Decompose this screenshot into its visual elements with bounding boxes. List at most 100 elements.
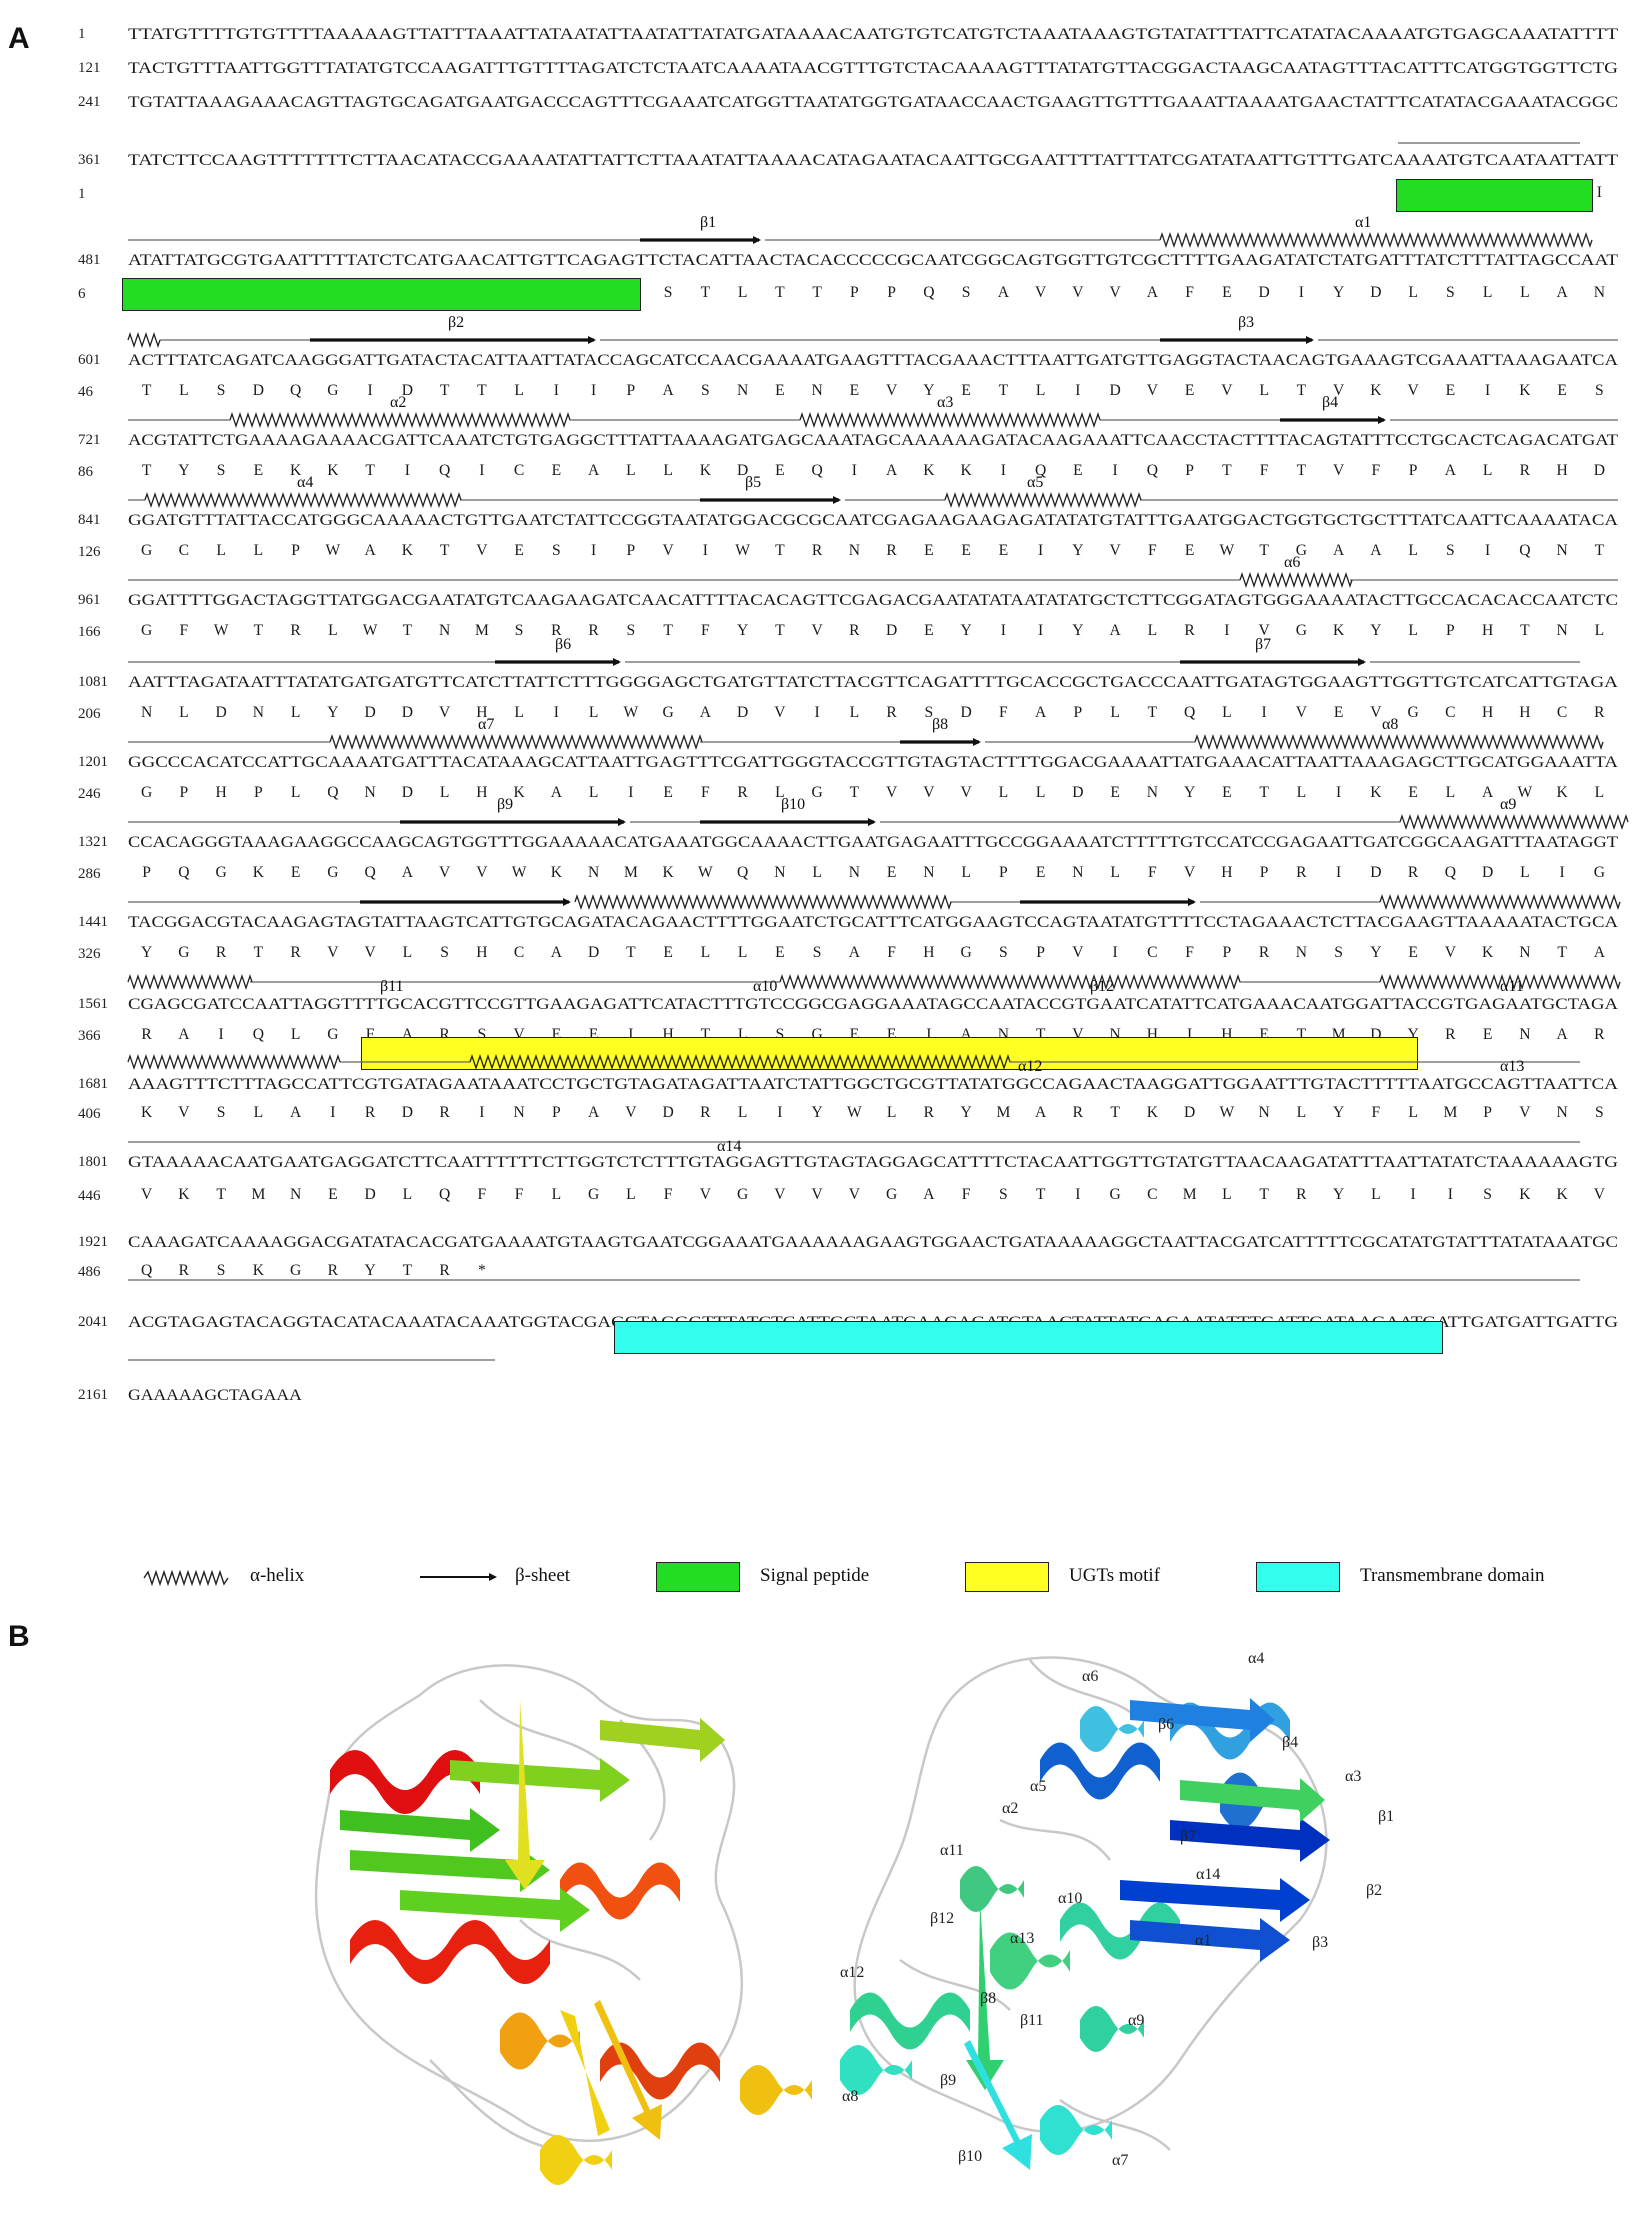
structure-label-b10: β10 [958, 2148, 983, 2165]
dna-sequence-line: CAAAGATCAAAAGGACGATATACACGATGAAAATGTAAGT… [128, 1232, 1618, 1251]
protein-row-number: 46 [78, 384, 93, 400]
structure-label-a11: α11 [940, 1842, 964, 1859]
structure-label-a8: α8 [842, 2088, 859, 2105]
dna-sequence-line: TACTGTTTAATTGGTTTATATGTCCAAGATTTGTTTTAGA… [128, 58, 1618, 77]
dna-sequence-line: ACTTTATCAGATCAAGGGATTGATACTACATTAATTATAC… [128, 350, 1619, 369]
dna-row-number: 1441 [78, 914, 108, 930]
dna-sequence-line: AAAGTTTCTTTAGCCATTCGTGATAGAATAAATCCTGCTG… [128, 1074, 1618, 1093]
structure-label-a12: α12 [840, 1964, 865, 1981]
protein-row-number: 1 [78, 186, 86, 202]
dna-sequence-line: GGATGTTTATTACCATGGGCAAAAACTGTTGAATCTATTC… [128, 510, 1618, 529]
protein-row-number: 326 [78, 946, 101, 962]
ss-label-a2: α2 [390, 394, 407, 411]
protein-row-number: 286 [78, 866, 101, 882]
dna-sequence-line: TTATGTTTTGTGTTTTAAAAAGTTATTTAAATTATAATAT… [128, 24, 1618, 43]
dna-sequence-line: TGTATTAAAGAAACAGTTAGTGCAGATGAATGACCCAGTT… [128, 92, 1618, 111]
structure-right-sheets [964, 1698, 1330, 2170]
protein-row-number: 366 [78, 1028, 101, 1044]
ss-label-a1: α1 [1355, 214, 1372, 231]
dna-sequence-line: GTAAAAACAATGAATGAGGATCTTCAATTTTTTCTTGGTC… [128, 1152, 1618, 1171]
ss-label-b3: β3 [1238, 314, 1255, 331]
dna-sequence-line: GGCCCACATCCATTGCAAAATGATTTACATAAAGCATTAA… [128, 752, 1618, 771]
dna-sequence-line: GAAAAAGCTAGAAA [128, 1385, 302, 1404]
ss-label-a13: α13 [1500, 1058, 1525, 1075]
protein-row-number: 86 [78, 464, 93, 480]
ss-label-b11: β11 [380, 978, 404, 995]
ss-label-a4: α4 [297, 474, 314, 491]
legend-signal-label: Signal peptide [760, 1565, 870, 1586]
legend-signal-swatch [656, 1562, 740, 1592]
protein-row-number: 206 [78, 706, 101, 722]
structure-label-b7: β7 [1180, 1828, 1197, 1845]
dna-row-number: 2161 [78, 1387, 108, 1403]
structure-label-a3: α3 [1345, 1768, 1362, 1785]
legend-ugts-label: UGTs motif [1069, 1565, 1161, 1586]
legend-helix-icon [143, 1569, 229, 1587]
ss-label-a14: α14 [717, 1138, 742, 1155]
dna-row-number: 841 [78, 512, 101, 528]
dna-row-number: 1681 [78, 1076, 108, 1092]
ss-label-b9: β9 [497, 796, 514, 813]
ss-label-b5: β5 [745, 474, 762, 491]
dna-row-number: 1081 [78, 674, 108, 690]
structure-label-a9: α9 [1128, 2012, 1145, 2029]
dna-sequence-line: TACGGACGTACAAGAGTAGTATTAAGTCATTGTGCAGATA… [128, 912, 1618, 931]
structure-label-b2: β2 [1366, 1882, 1383, 1899]
dna-sequence-line: GGATTTTGGACTAGGTTATGGACGAATATGTCAAGAAGAT… [128, 590, 1618, 609]
protein-row-number: 126 [78, 544, 101, 560]
ss-label-a6: α6 [1284, 554, 1301, 571]
structure-label-a13: α13 [1010, 1930, 1035, 1947]
dna-row-number: 1921 [78, 1234, 108, 1250]
dna-row-number: 1 [78, 26, 86, 42]
ss-label-b1: β1 [700, 214, 717, 231]
ss-label-b6: β6 [555, 636, 572, 653]
dna-row-number: 241 [78, 94, 101, 110]
protein-row-number: 446 [78, 1188, 101, 1204]
structure-left-helices [330, 1750, 812, 2185]
legend-tm-swatch [1256, 1562, 1340, 1592]
structure-label-a14: α14 [1196, 1866, 1221, 1883]
ss-label-b8: β8 [932, 716, 949, 733]
ss-label-b10: β10 [781, 796, 806, 813]
structure-left [314, 1664, 744, 2152]
ss-label-a12: α12 [1018, 1058, 1043, 1075]
structure-label-a5: α5 [1030, 1778, 1047, 1795]
dna-row-number: 121 [78, 60, 101, 76]
structure-label-b1: β1 [1378, 1808, 1395, 1825]
dna-row-number: 2041 [78, 1314, 108, 1330]
ss-label-b4: β4 [1322, 394, 1339, 411]
ss-label-a7: α7 [478, 716, 495, 733]
ss-label-a9: α9 [1500, 796, 1517, 813]
dna-row-number: 1321 [78, 834, 108, 850]
ss-label-a8: α8 [1382, 716, 1399, 733]
dna-row-number: 961 [78, 592, 101, 608]
structure-label-a1: α1 [1195, 1932, 1212, 1949]
structure-label-a6: α6 [1082, 1668, 1099, 1685]
legend-tm-label: Transmembrane domain [1360, 1565, 1545, 1586]
ss-label-a11: α11 [1500, 978, 1524, 995]
protein-row-number: 246 [78, 786, 101, 802]
panel-label-b: B [8, 1620, 30, 1653]
dna-row-number: 1561 [78, 996, 108, 1012]
structure-label-a10: α10 [1058, 1890, 1083, 1907]
panel-label-a: A [8, 22, 30, 55]
ss-label-a5: α5 [1027, 474, 1044, 491]
dna-sequence-line: ACGTATTCTGAAAAGAAAACGATTCAAATCTGTGAGGCTT… [128, 430, 1618, 449]
structure-label-b12: β12 [930, 1910, 955, 1927]
structure-left-sheets [340, 1700, 725, 2140]
structure-label-b6: β6 [1158, 1716, 1175, 1733]
transmembrane-domain-box [614, 1321, 1443, 1354]
protein-row-number: 486 [78, 1264, 101, 1280]
dna-sequence-line: CGAGCGATCCAATTAGGTTTTGCACGTTCCGTTGAAGAGA… [128, 994, 1618, 1013]
ss-label-a3: α3 [937, 394, 954, 411]
legend-ugts-swatch [965, 1562, 1049, 1592]
legend-sheet-label: β-sheet [515, 1565, 571, 1586]
dna-row-number: 1201 [78, 754, 108, 770]
ss-label-b2: β2 [448, 314, 465, 331]
structure-label-b4: β4 [1282, 1734, 1299, 1751]
protein-row-number: 6 [78, 286, 86, 302]
structure-label-b3: β3 [1312, 1934, 1329, 1951]
dna-sequence-line: TATCTTCCAAGTTTTTTTCTTAACATACCGAAAATATTAT… [128, 150, 1618, 169]
